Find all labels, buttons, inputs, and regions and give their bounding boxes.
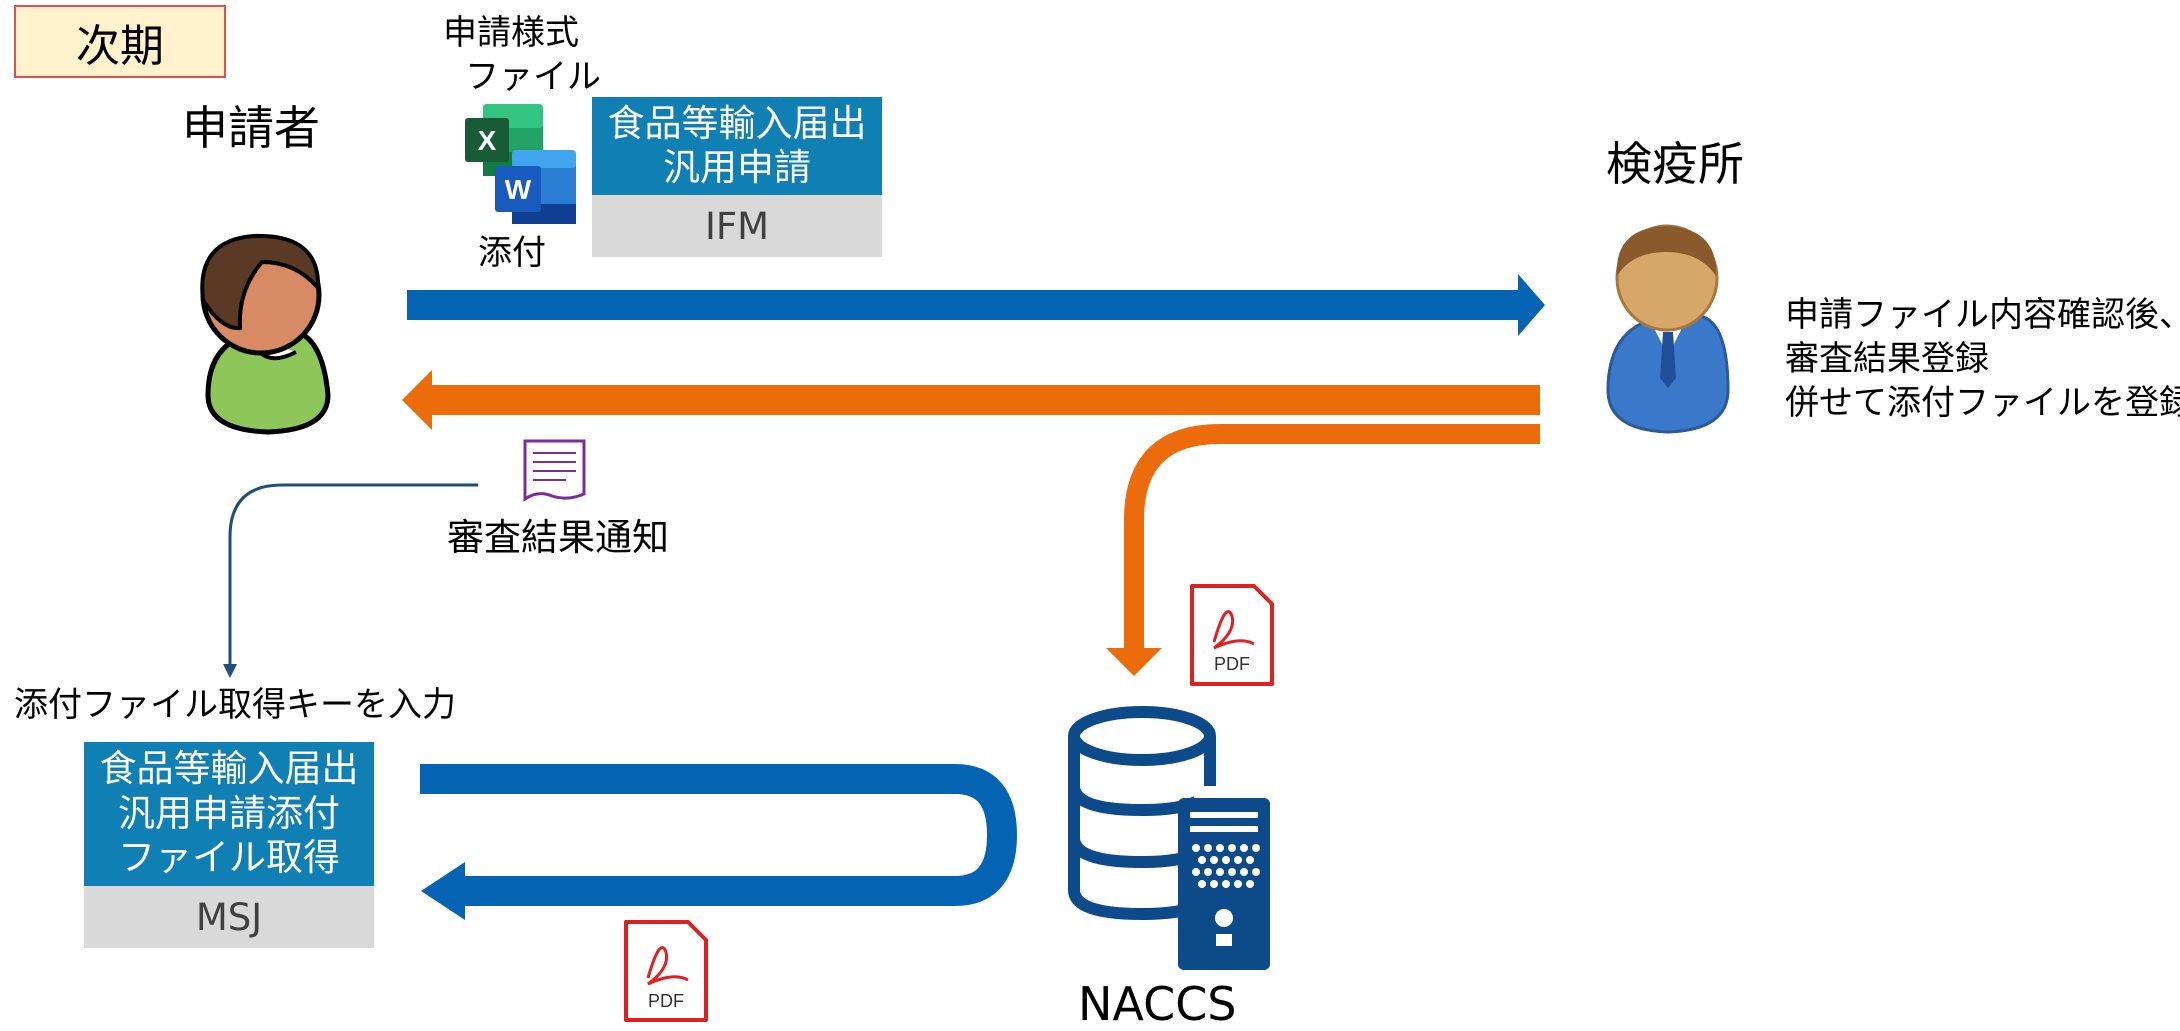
attachment-header-line1: 申請様式 — [443, 13, 579, 53]
ifm-title-line1: 食品等輸入届出 — [607, 101, 867, 145]
ifm-process-title: 食品等輸入届出 汎用申請 — [592, 97, 882, 195]
attachment-caption: 添付 — [478, 233, 546, 273]
phase-label: 次期 — [76, 20, 164, 72]
pdf-text-bottom: PDF — [648, 991, 684, 1011]
word-letter: W — [505, 174, 532, 205]
msj-code: MSJ — [84, 886, 374, 948]
submit-arrow — [407, 274, 1545, 336]
msj-title-line2: 汎用申請添付 — [118, 791, 340, 835]
retrieve-attachment-arrow — [420, 764, 1018, 920]
ifm-title-line2: 汎用申請 — [663, 146, 811, 189]
pdf-text-naccs: PDF — [1214, 654, 1250, 674]
msj-title-line3: ファイル取得 — [118, 836, 340, 880]
msj-process-title: 食品等輸入届出 汎用申請添付 ファイル取得 — [84, 742, 374, 886]
quarantine-note-line3: 併せて添付ファイルを登録 — [1785, 383, 2180, 423]
ifm-process-box: 食品等輸入届出 汎用申請 IFM — [592, 97, 882, 257]
quarantine-title: 検疫所 — [1606, 137, 1744, 191]
ifm-code: IFM — [592, 195, 882, 257]
msj-process-box: 食品等輸入届出 汎用申請添付 ファイル取得 MSJ — [84, 742, 374, 948]
notice-arrow — [223, 483, 478, 678]
key-input-label: 添付ファイル取得キーを入力 — [14, 685, 456, 725]
phase-badge: 次期 — [14, 5, 226, 78]
register-attachment-arrow — [1106, 424, 1540, 676]
quarantine-note-line1: 申請ファイル内容確認後、 — [1785, 295, 2180, 335]
msj-title-line1: 食品等輸入届出 — [99, 747, 359, 791]
applicant-title: 申請者 — [182, 101, 320, 155]
notice-label: 審査結果通知 — [447, 516, 669, 559]
excel-letter: X — [478, 125, 497, 156]
result-arrow — [402, 370, 1540, 430]
quarantine-note-line2: 審査結果登録 — [1785, 339, 1989, 379]
naccs-label: NACCS — [1078, 977, 1237, 1031]
attachment-header-line2: ファイル — [465, 57, 601, 97]
